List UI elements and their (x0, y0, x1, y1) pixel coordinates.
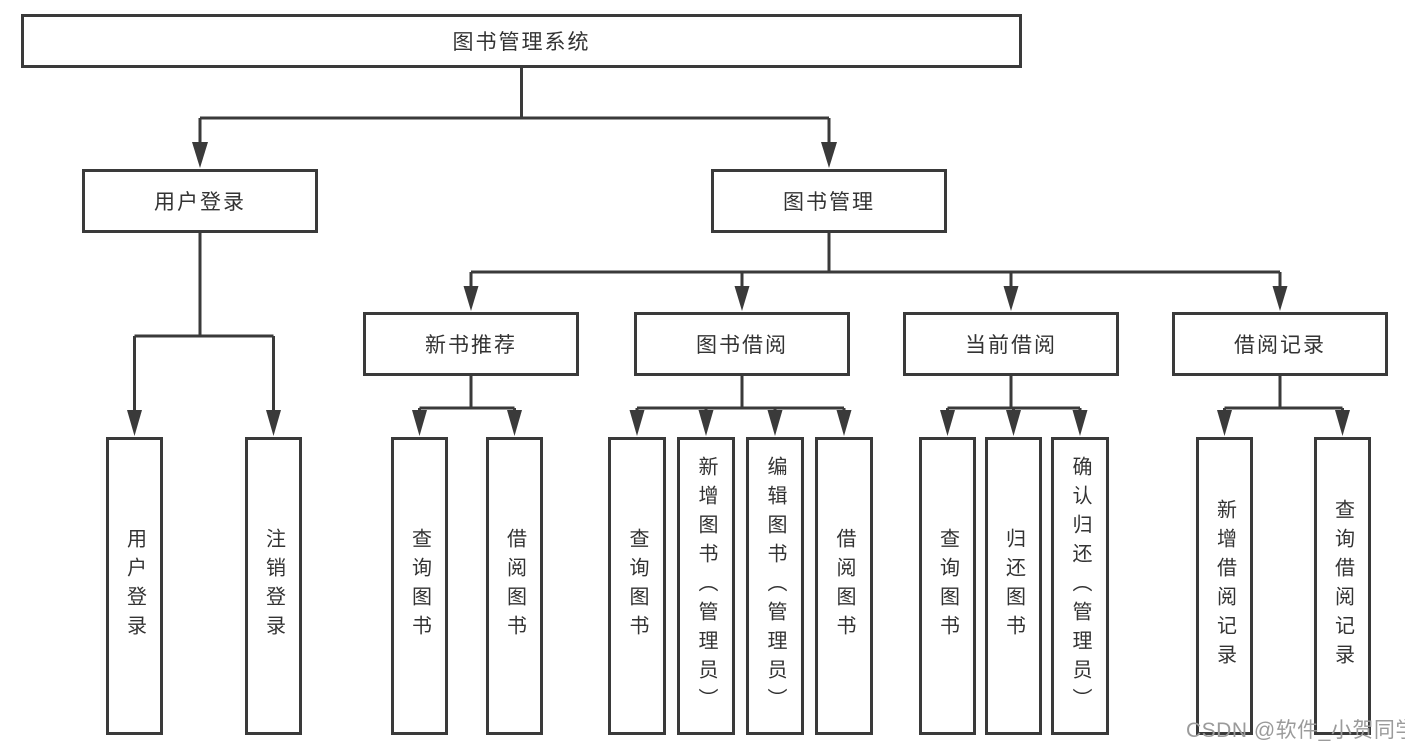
arrowheads-new-book-recommend-leaves (412, 410, 522, 436)
connector-user-login-to-leaves (133, 233, 275, 414)
node-label: 注销登录 (262, 528, 285, 644)
node-borrow-records: 借阅记录 (1172, 312, 1388, 376)
node-label: 查询图书 (408, 528, 431, 644)
leaf-query-books-recommend: 查询图书 (391, 437, 448, 735)
leaf-logout: 注销登录 (245, 437, 302, 735)
leaf-query-borrow-record: 查询借阅记录 (1314, 437, 1371, 735)
node-label: 查询图书 (626, 528, 648, 644)
leaf-add-borrow-record: 新增借阅记录 (1196, 437, 1253, 735)
node-label: 查询图书 (936, 528, 959, 644)
connector-current-borrow-to-leaves (946, 376, 1082, 414)
node-current-borrow: 当前借阅 (903, 312, 1119, 376)
connector-root-to-level2 (198, 68, 831, 146)
leaf-query-books-borrow: 查询图书 (608, 437, 666, 735)
node-label: 编辑图书（管理员） (764, 455, 786, 717)
node-user-login: 用户登录 (82, 169, 318, 233)
node-label: 确认归还（管理员） (1069, 455, 1091, 717)
connector-book-management-to-level3 (469, 233, 1282, 290)
node-label: 归还图书 (1002, 528, 1025, 644)
csdn-watermark: CSDN @软件_小贺同学 (1186, 719, 1405, 742)
node-label: 借阅图书 (503, 528, 526, 644)
node-label: 当前借阅 (965, 334, 1057, 357)
connector-book-borrow-to-leaves (635, 376, 846, 414)
leaf-confirm-return-admin: 确认归还（管理员） (1051, 437, 1109, 735)
leaf-edit-books-admin: 编辑图书（管理员） (746, 437, 804, 735)
node-label: 借阅记录 (1234, 334, 1326, 357)
node-label: 新书推荐 (425, 334, 517, 357)
node-label: 图书借阅 (696, 334, 788, 357)
leaf-borrow-books-recommend: 借阅图书 (486, 437, 543, 735)
node-label: 图书管理系统 (452, 31, 591, 54)
arrowheads-level3 (463, 286, 1288, 311)
leaf-query-books-current: 查询图书 (919, 437, 976, 735)
node-label: 用户登录 (154, 191, 246, 214)
node-label: 图书管理 (783, 191, 875, 214)
node-label: 查询借阅记录 (1331, 499, 1354, 673)
node-new-book-recommend: 新书推荐 (363, 312, 579, 376)
node-library-management-system: 图书管理系统 (21, 14, 1022, 68)
node-label: 借阅图书 (833, 528, 855, 644)
node-label: 新增借阅记录 (1213, 499, 1236, 673)
leaf-user-login: 用户登录 (106, 437, 163, 735)
arrowheads-book-borrow-leaves (629, 410, 852, 436)
node-book-management: 图书管理 (711, 169, 947, 233)
leaf-borrow-books: 借阅图书 (815, 437, 873, 735)
arrowheads-borrow-records-leaves (1217, 410, 1350, 436)
connector-new-book-recommend-to-leaves (418, 376, 516, 414)
node-label: 用户登录 (123, 528, 146, 644)
arrowheads-level2 (192, 142, 837, 168)
arrowheads-current-borrow-leaves (940, 410, 1088, 436)
leaf-add-books-admin: 新增图书（管理员） (677, 437, 735, 735)
connector-borrow-records-to-leaves (1223, 376, 1344, 414)
leaf-return-books: 归还图书 (985, 437, 1042, 735)
node-book-borrow: 图书借阅 (634, 312, 850, 376)
arrowheads-user-login-leaves (127, 410, 281, 436)
node-label: 新增图书（管理员） (695, 455, 717, 717)
